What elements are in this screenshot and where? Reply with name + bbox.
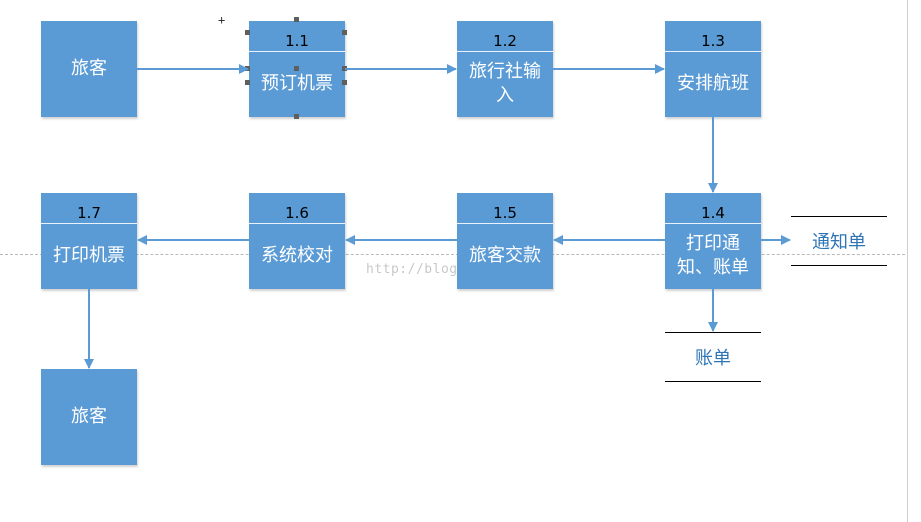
process-label: 预订机票 [261, 73, 333, 94]
entity-label: 旅客 [71, 58, 107, 79]
resize-handle[interactable] [245, 30, 250, 35]
process-1-6[interactable]: 1.6 系统校对 [249, 193, 345, 289]
process-1-5[interactable]: 1.5 旅客交款 [457, 193, 553, 289]
process-label: 打印机票 [53, 245, 125, 266]
datastore-bill[interactable]: 账单 [665, 332, 761, 382]
process-1-7[interactable]: 1.7 打印机票 [41, 193, 137, 289]
resize-handle[interactable] [342, 30, 347, 35]
entity-passenger-bottom[interactable]: 旅客 [41, 369, 137, 465]
process-number: 1.4 [665, 193, 761, 224]
page-break-guide [0, 254, 905, 255]
resize-handle[interactable] [245, 80, 250, 85]
resize-handle[interactable] [294, 66, 299, 71]
process-1-2[interactable]: 1.2 旅行社输入 [457, 21, 553, 117]
process-1-3[interactable]: 1.3 安排航班 [665, 21, 761, 117]
process-number: 1.3 [665, 21, 761, 52]
process-label: 旅客交款 [469, 245, 541, 266]
entity-label: 旅客 [71, 406, 107, 427]
process-label: 系统校对 [261, 245, 333, 266]
process-number: 1.5 [457, 193, 553, 224]
process-number: 1.6 [249, 193, 345, 224]
resize-handle[interactable] [294, 114, 299, 119]
resize-handle[interactable] [342, 80, 347, 85]
entity-passenger-top[interactable]: 旅客 [41, 21, 137, 117]
process-label: 旅行社输入 [469, 61, 541, 106]
datastore-notice[interactable]: 通知单 [791, 216, 887, 266]
datastore-label: 账单 [695, 348, 731, 369]
crosshair-cursor-icon: + [218, 13, 226, 27]
process-label: 安排航班 [677, 73, 749, 94]
process-1-4[interactable]: 1.4 打印通知、账单 [665, 193, 761, 289]
process-number: 1.2 [457, 21, 553, 52]
process-number: 1.1 [249, 21, 345, 52]
resize-handle[interactable] [294, 17, 299, 22]
resize-handle[interactable] [342, 66, 347, 71]
process-label: 打印通知、账单 [677, 233, 749, 278]
datastore-label: 通知单 [812, 232, 866, 253]
process-number: 1.7 [41, 193, 137, 224]
page-edge [907, 0, 908, 522]
